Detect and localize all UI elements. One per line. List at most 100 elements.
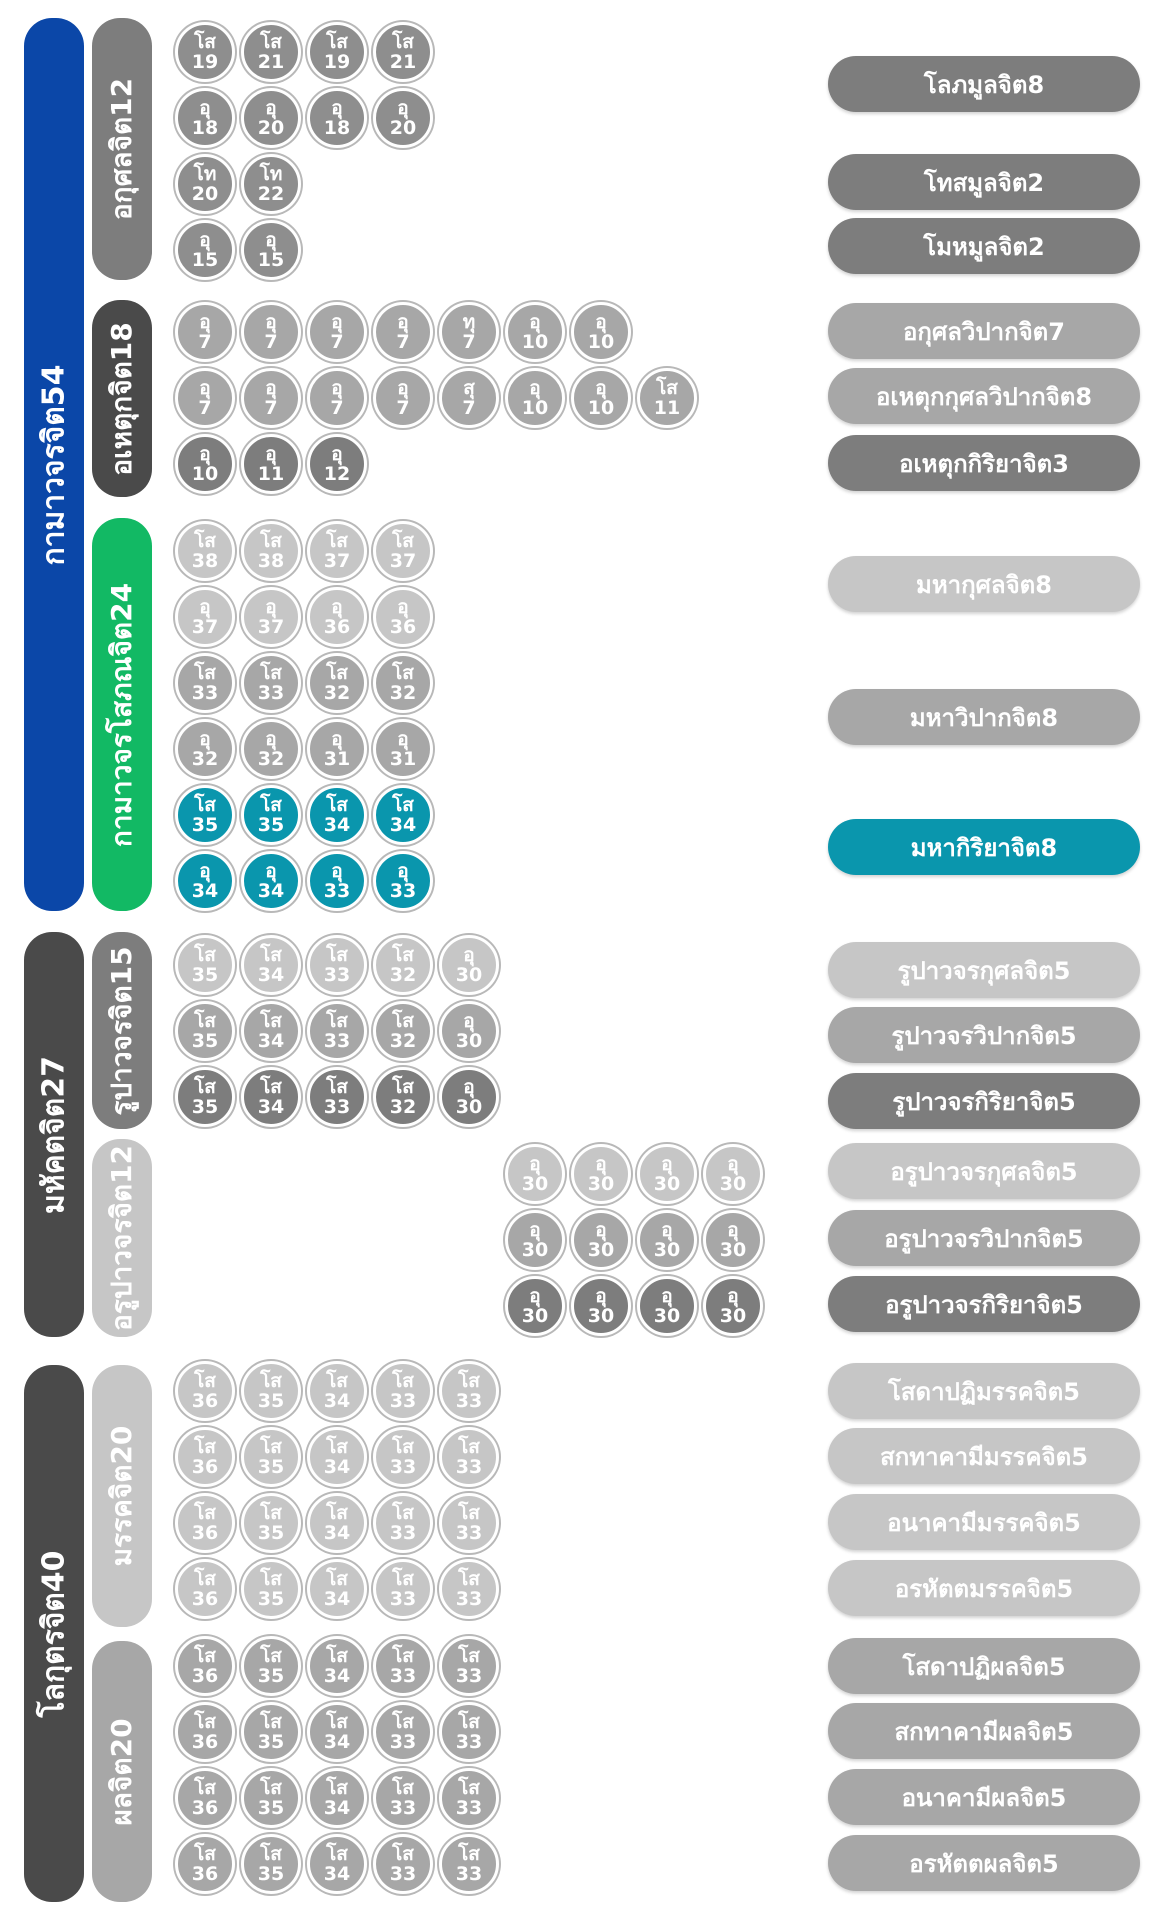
category-pill[interactable]: รูปาวจรวิปากจิต5 — [828, 1007, 1140, 1063]
category-pill[interactable]: มหากิริยาจิต8 — [828, 819, 1140, 875]
chip-number: 34 — [323, 1730, 351, 1753]
chip-prefix: โส — [458, 1435, 480, 1458]
level2-group-4-label: อรูปาวจรจิต12 — [105, 1144, 138, 1332]
chip-number: 35 — [257, 1730, 285, 1753]
category-pill[interactable]: อกุศลวิปากจิต7 — [828, 303, 1140, 359]
cetasika-chip: อุ30 — [505, 1210, 565, 1270]
chip-prefix: โส — [194, 793, 216, 816]
chip-prefix: โส — [326, 529, 348, 552]
cetasika-chip: อุ10 — [505, 302, 565, 362]
chip-prefix: โท — [193, 162, 217, 185]
chip-number: 7 — [264, 396, 278, 419]
chip-prefix: อุ — [331, 727, 343, 750]
chip-number: 33 — [389, 879, 417, 902]
category-pill[interactable]: โสดาปฏิผลจิต5 — [828, 1638, 1140, 1694]
category-pill[interactable]: อรูปาวจรกิริยาจิต5 — [828, 1276, 1140, 1332]
chip-number: 34 — [257, 879, 285, 902]
category-pill[interactable]: อเหตุกกิริยาจิต3 — [828, 435, 1140, 491]
category-pill[interactable]: อเหตุกกุศลวิปากจิต8 — [828, 368, 1140, 424]
category-pill[interactable]: รูปาวจรกิริยาจิต5 — [828, 1073, 1140, 1129]
chip-prefix: อุ — [727, 1284, 739, 1307]
chip-prefix: อุ — [661, 1284, 673, 1307]
cetasika-chip: อุ36 — [307, 587, 367, 647]
category-pill[interactable]: โทสมูลจิต2 — [828, 154, 1140, 210]
chip-prefix: โส — [260, 943, 282, 966]
chip-prefix: อุ — [265, 96, 277, 119]
category-pill[interactable]: อนาคามีมรรคจิต5 — [828, 1494, 1140, 1550]
chip-number: 19 — [323, 50, 351, 73]
category-pill[interactable]: โสดาปฏิมรรคจิต5 — [828, 1363, 1140, 1419]
chip-number: 33 — [455, 1389, 483, 1412]
category-pill[interactable]: มหากุศลจิต8 — [828, 556, 1140, 612]
category-pill[interactable]: อรูปาวจรกุศลจิต5 — [828, 1143, 1140, 1199]
cetasika-chip: อุ30 — [637, 1210, 697, 1270]
cetasika-chip: อุ30 — [703, 1276, 763, 1336]
chip-prefix: โส — [392, 1644, 414, 1667]
chip-prefix: โส — [326, 1009, 348, 1032]
chip-prefix: โส — [260, 30, 282, 53]
category-pill[interactable]: รูปาวจรกุศลจิต5 — [828, 942, 1140, 998]
cetasika-chip: อุ10 — [571, 302, 631, 362]
chip-number: 36 — [389, 615, 417, 638]
chip-prefix: อุ — [199, 228, 211, 251]
chip-prefix: อุ — [397, 595, 409, 618]
chip-number: 10 — [587, 330, 615, 353]
chip-number: 7 — [462, 330, 476, 353]
category-pill[interactable]: อรหัตตผลจิต5 — [828, 1835, 1140, 1891]
chip-prefix: โส — [656, 376, 678, 399]
chip-number: 10 — [521, 396, 549, 419]
chip-number: 36 — [191, 1587, 219, 1610]
cetasika-chip: อุ30 — [571, 1276, 631, 1336]
chip-number: 30 — [521, 1304, 549, 1327]
chip-prefix: โส — [326, 1567, 348, 1590]
cetasika-chip: อุ7 — [307, 368, 367, 428]
category-pill[interactable]: สกทาคามีผลจิต5 — [828, 1703, 1140, 1759]
category-pill[interactable]: โลภมูลจิต8 — [828, 56, 1140, 112]
chip-number: 38 — [257, 549, 285, 572]
chip-prefix: โส — [260, 1567, 282, 1590]
chip-prefix: โส — [392, 1009, 414, 1032]
chip-prefix: โส — [392, 1501, 414, 1524]
level1-group-0: กามาวจรจิต54 — [24, 18, 84, 911]
chip-prefix: อุ — [331, 442, 343, 465]
category-pill[interactable]: อนาคามีผลจิต5 — [828, 1769, 1140, 1825]
chip-prefix: โส — [326, 793, 348, 816]
level1-group-1-label: มหัคตจิต27 — [36, 1055, 72, 1214]
chip-number: 20 — [191, 182, 219, 205]
category-pill[interactable]: มหาวิปากจิต8 — [828, 689, 1140, 745]
chip-number: 32 — [191, 747, 219, 770]
category-pill[interactable]: อรหัตตมรรคจิต5 — [828, 1560, 1140, 1616]
chip-number: 21 — [257, 50, 285, 73]
chip-prefix: อุ — [595, 1284, 607, 1307]
chip-number: 18 — [323, 116, 351, 139]
chip-prefix: โส — [260, 529, 282, 552]
level1-group-1: มหัคตจิต27 — [24, 932, 84, 1337]
chip-prefix: โส — [326, 1644, 348, 1667]
chip-prefix: โส — [260, 1776, 282, 1799]
chip-prefix: โส — [194, 529, 216, 552]
cetasika-chip: อุ30 — [571, 1210, 631, 1270]
chip-number: 36 — [191, 1455, 219, 1478]
chip-number: 33 — [257, 681, 285, 704]
chip-prefix: โส — [326, 1369, 348, 1392]
chip-number: 37 — [257, 615, 285, 638]
chip-prefix: อุ — [265, 376, 277, 399]
category-pill[interactable]: อรูปาวจรวิปากจิต5 — [828, 1210, 1140, 1266]
category-pill[interactable]: โมหมูลจิต2 — [828, 218, 1140, 274]
category-pill[interactable]: สกทาคามีมรรคจิต5 — [828, 1428, 1140, 1484]
